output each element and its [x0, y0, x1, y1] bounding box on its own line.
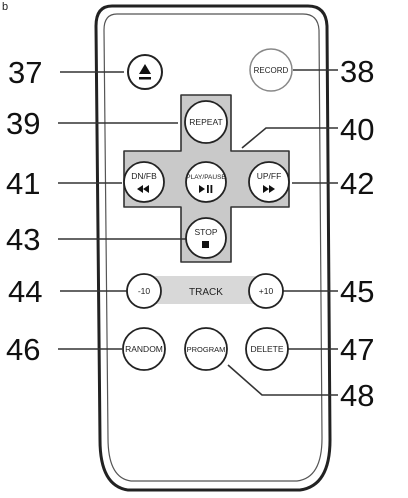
- record-button-label: RECORD: [254, 66, 289, 75]
- callout-37: 37: [8, 55, 42, 90]
- stop-button-label: STOP: [195, 227, 218, 237]
- callout-44: 44: [8, 274, 42, 309]
- dn-fb-button-label: DN/FB: [131, 171, 157, 181]
- fast-forward-icon: [263, 185, 275, 193]
- up-ff-button-label: UP/FF: [257, 171, 282, 181]
- program-button-label: PROGRAM: [187, 345, 226, 354]
- repeat-button-label: REPEAT: [189, 117, 222, 127]
- play-pause-icon: [199, 185, 213, 193]
- delete-button[interactable]: DELETE: [245, 327, 289, 371]
- plus-10-button[interactable]: +10: [248, 273, 284, 309]
- track-bar: [131, 276, 275, 304]
- random-button[interactable]: RANDOM: [122, 327, 166, 371]
- callout-43: 43: [6, 222, 40, 257]
- callout-46: 46: [6, 332, 40, 367]
- stop-icon: [202, 241, 209, 248]
- play-pause-button[interactable]: PLAY/PAUSE: [185, 161, 227, 203]
- stop-button[interactable]: STOP: [185, 217, 227, 259]
- eject-icon: [139, 64, 151, 80]
- callout-48: 48: [340, 378, 374, 413]
- callout-47: 47: [340, 332, 374, 367]
- callout-42: 42: [340, 166, 374, 201]
- program-button[interactable]: PROGRAM: [184, 327, 228, 371]
- record-button[interactable]: RECORD: [249, 48, 293, 92]
- eject-button[interactable]: [127, 54, 163, 90]
- callout-45: 45: [340, 274, 374, 309]
- callout-41: 41: [6, 166, 40, 201]
- callout-numbers: 37 38 39 40 41 42 43 44 45 46 47 48: [6, 54, 374, 413]
- minus-10-button[interactable]: -10: [126, 273, 162, 309]
- leader-lines: [58, 69, 338, 396]
- plus-10-button-label: +10: [259, 286, 274, 296]
- corner-mark: b: [2, 1, 8, 13]
- delete-button-label: DELETE: [250, 344, 283, 354]
- repeat-button[interactable]: REPEAT: [184, 100, 228, 144]
- minus-10-button-label: -10: [138, 286, 151, 296]
- callout-38: 38: [340, 54, 374, 89]
- remote-body: [94, 4, 332, 492]
- track-label: TRACK: [189, 287, 223, 298]
- up-ff-button[interactable]: UP/FF: [248, 161, 290, 203]
- callout-40: 40: [340, 112, 374, 147]
- callout-39: 39: [6, 106, 40, 141]
- rewind-icon: [137, 185, 149, 193]
- random-button-label: RANDOM: [125, 344, 163, 354]
- dn-fb-button[interactable]: DN/FB: [123, 161, 165, 203]
- play-pause-button-label: PLAY/PAUSE: [186, 174, 226, 181]
